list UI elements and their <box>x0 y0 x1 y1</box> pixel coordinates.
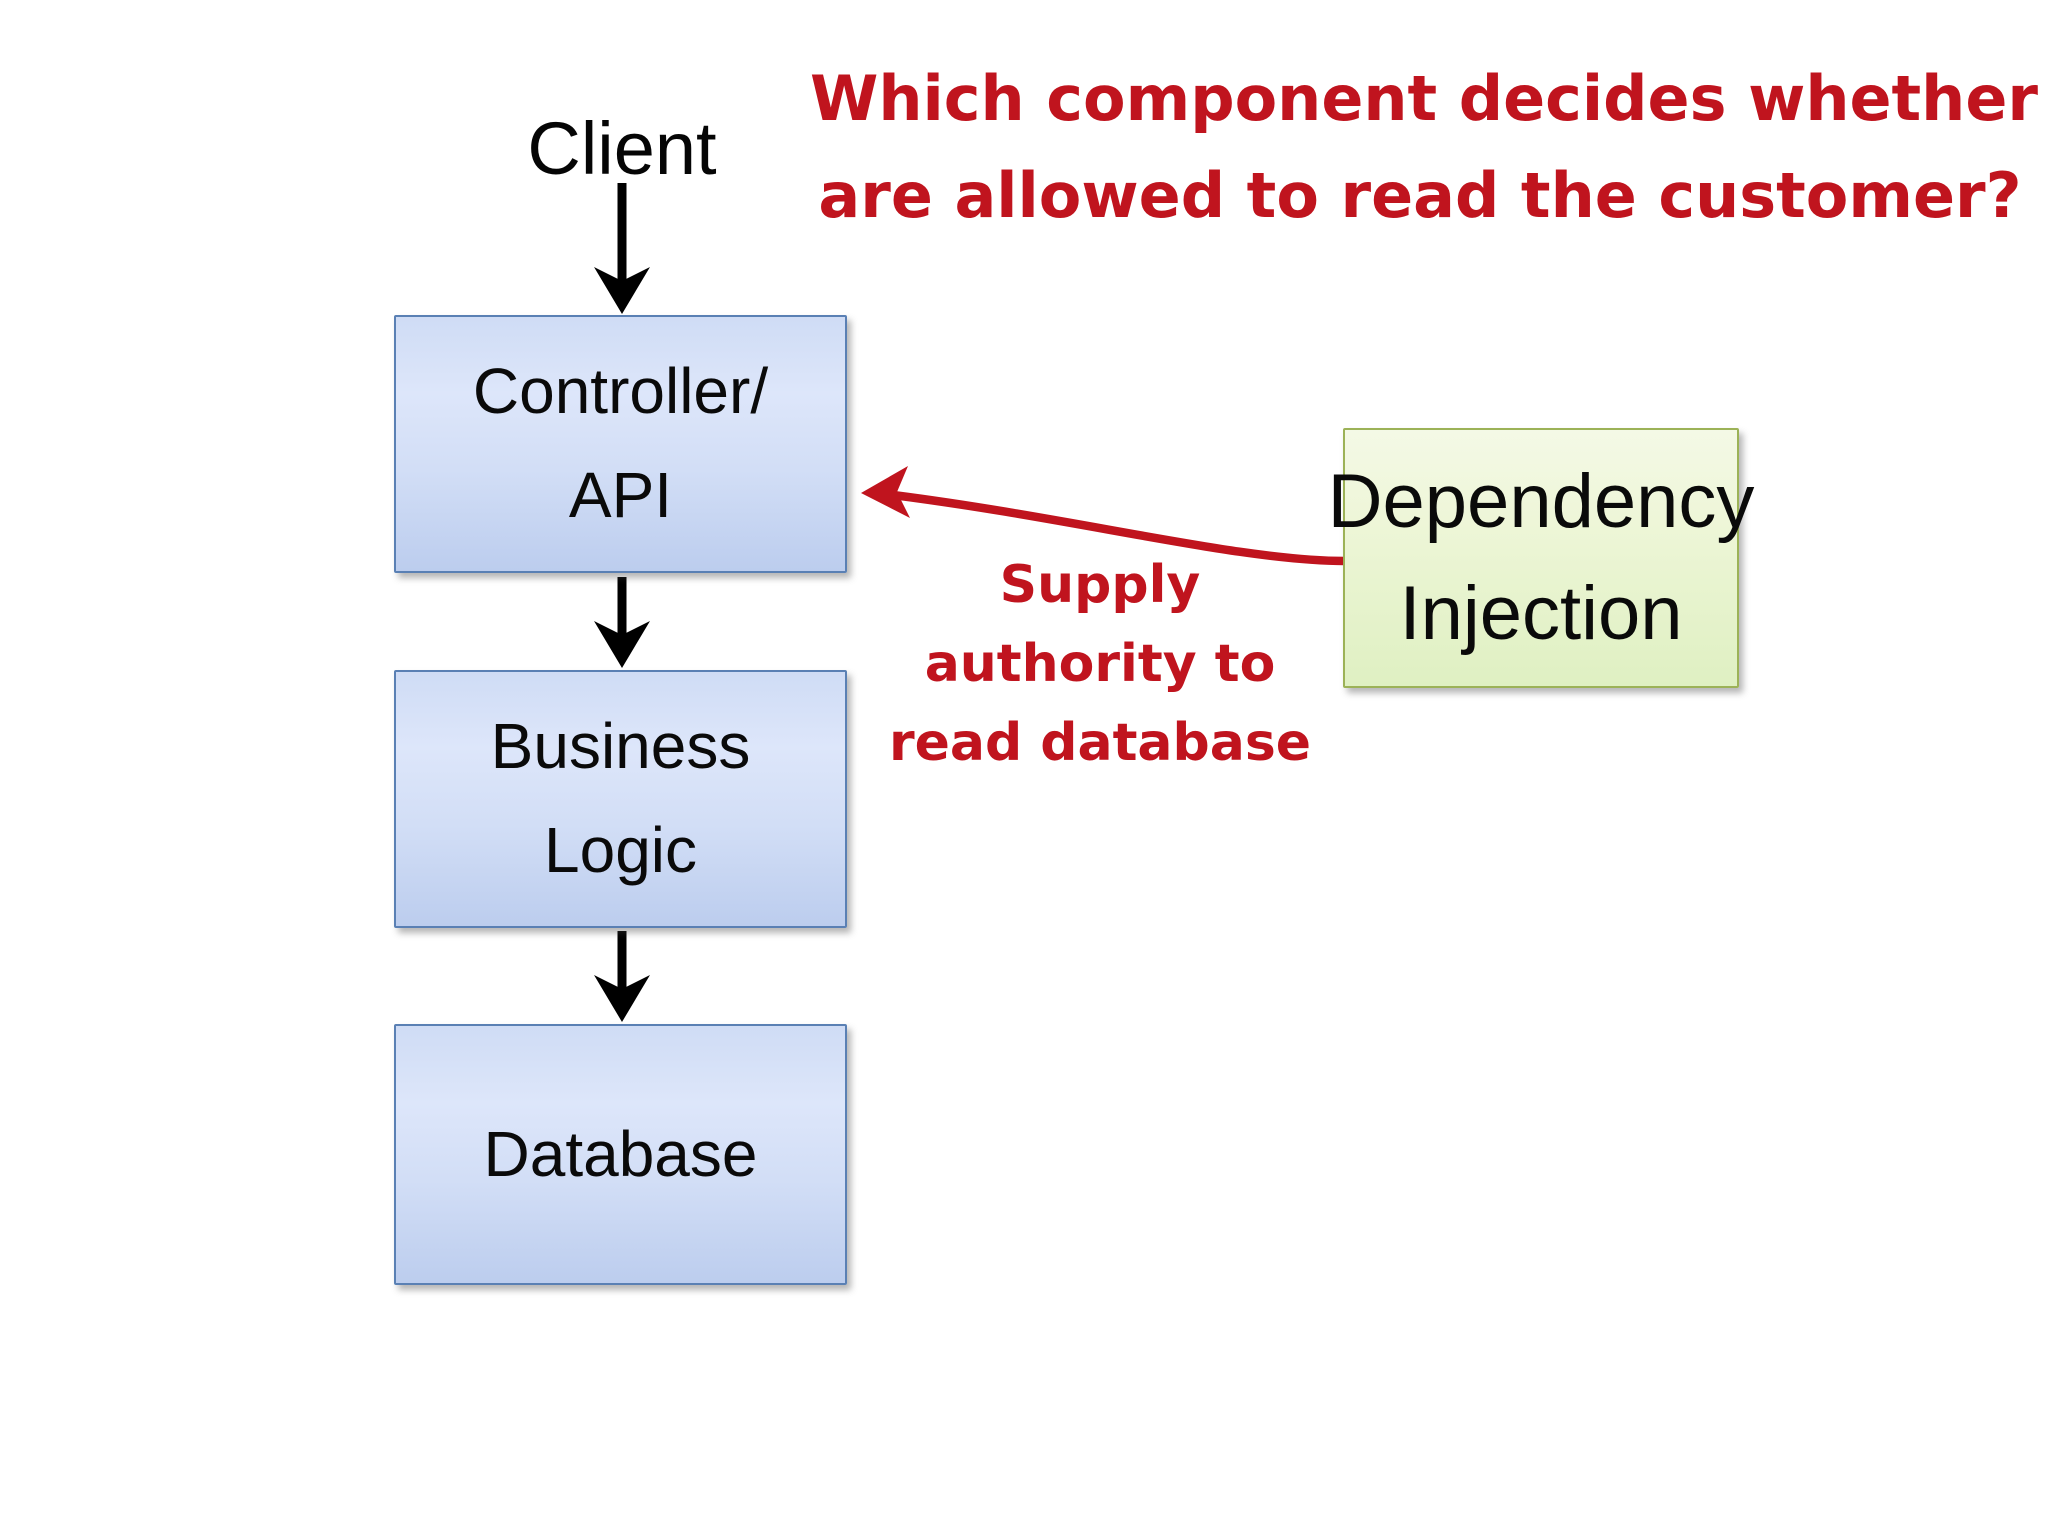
database-box: Database <box>394 1024 847 1285</box>
red-arrowhead-icon <box>861 466 910 518</box>
supply-annotation: Supply authority to read database <box>888 555 1312 773</box>
arrow-controller-to-business <box>594 577 650 668</box>
client-label: Client <box>527 107 717 190</box>
business-logic-box: Business Logic <box>394 670 847 928</box>
dependency-injection-label: Dependency Injection <box>1327 458 1755 656</box>
arrowhead-icon <box>594 975 650 1022</box>
arrow-client-to-controller <box>594 183 650 314</box>
business-logic-label: Business Logic <box>490 710 751 886</box>
arrowhead-icon <box>594 267 650 314</box>
controller-api-label: Controller/ API <box>472 355 769 531</box>
dependency-injection-box: Dependency Injection <box>1328 428 1754 688</box>
question-line-1: Which component decides whether you <box>810 62 2048 135</box>
arrowhead-icon <box>594 621 650 668</box>
arrow-business-to-database <box>594 931 650 1022</box>
database-label: Database <box>483 1117 758 1190</box>
question-line-2: are allowed to read the customer? <box>818 159 2022 232</box>
question-text: Which component decides whether you are … <box>810 50 2048 244</box>
controller-api-box: Controller/ API <box>394 315 847 573</box>
